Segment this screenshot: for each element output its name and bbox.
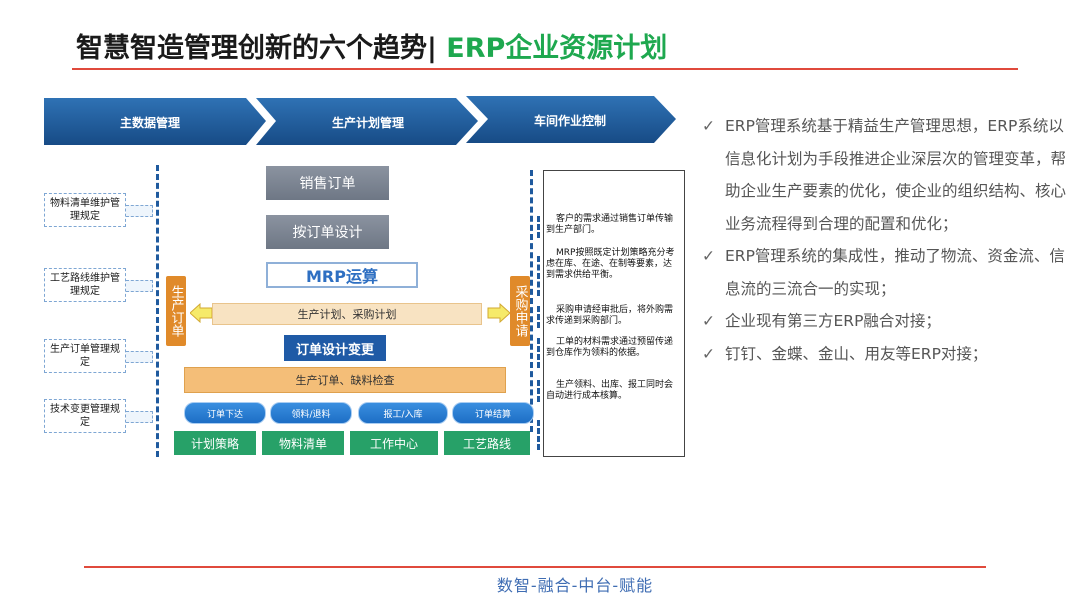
phase-chevrons	[44, 96, 676, 145]
note-bracket-6	[537, 420, 540, 450]
sales-order-box: 销售订单	[266, 166, 389, 200]
bottom-planning-strategy: 计划策略	[174, 431, 256, 455]
bullet-item: ✓ ERP管理系统基于精益生产管理思想，ERP系统以信息化计划为手段推进企业深层次…	[702, 110, 1067, 240]
check-icon: ✓	[702, 344, 715, 363]
oval-report-warehouse: 报工/入库	[358, 402, 448, 424]
phase-label-3: 车间作业控制	[533, 114, 606, 128]
note-cost: 生产领料、出库、报工同时会自动进行成本核算。	[546, 380, 674, 401]
bullet-item: ✓ ERP管理系统的集成性，推动了物流、资金流、信息流的三流合一的实现；	[702, 240, 1067, 305]
note-purchase: 采购申请经审批后，将外购需求传递到采购部门。	[546, 305, 674, 326]
bottom-routing: 工艺路线	[444, 431, 530, 455]
bottom-bom: 物料清单	[262, 431, 344, 455]
note-bracket-4	[537, 338, 540, 368]
phase-label-1: 主数据管理	[119, 116, 180, 130]
bullet-text: ERP管理系统基于精益生产管理思想，ERP系统以信息化计划为手段推进企业深层次的…	[725, 117, 1067, 233]
left-rule-tech-change: 技术变更管理规定	[44, 399, 126, 433]
bullet-item: ✓ 钉钉、金蝶、金山、用友等ERP对接；	[702, 338, 1067, 371]
left-dashed-divider	[156, 165, 159, 457]
left-arrow-routing	[126, 280, 153, 292]
note-sales: 客户的需求通过销售订单传输到生产部门。	[546, 214, 674, 235]
phase-chevron-3	[466, 96, 676, 143]
bullet-text: ERP管理系统的集成性，推动了物流、资金流、信息流的三流合一的实现；	[725, 247, 1065, 298]
check-icon: ✓	[702, 117, 715, 135]
check-icon: ✓	[702, 312, 715, 330]
oval-material-issue: 领料/退料	[270, 402, 352, 424]
note-bracket-3	[537, 306, 540, 328]
order-bar: 生产订单、缺料检查	[184, 367, 506, 393]
bottom-work-center: 工作中心	[350, 431, 438, 455]
right-yellow-arrow	[487, 303, 510, 323]
bullet-item: ✓ 企业现有第三方ERP融合对接；	[702, 305, 1067, 338]
left-rule-routing: 工艺路线维护管理规定	[44, 268, 126, 302]
left-rule-bom: 物料清单维护管理规定	[44, 193, 126, 227]
oval-order-release: 订单下达	[184, 402, 266, 424]
left-arrow-production-order	[126, 351, 153, 363]
footer-line-top	[84, 566, 986, 568]
title-main: 智慧智造管理创新的六个趋势|	[76, 33, 437, 64]
left-arrow-tech-change	[126, 411, 153, 423]
bullet-text: 企业现有第三方ERP融合对接；	[725, 312, 941, 330]
notes-box	[543, 170, 685, 457]
note-mrp: MRP按照既定计划策略充分考虑在库、在途、在制等要素，达到需求供给平衡。	[546, 248, 675, 280]
production-order-tag-label: 生产订单	[168, 285, 184, 337]
order-change-box: 订单设计变更	[284, 335, 386, 361]
footer-slogan: 数智-融合-中台-赋能	[496, 576, 654, 595]
mrp-box: MRP运算	[266, 262, 418, 288]
page-title: 智慧智造管理创新的六个趋势| ERP企业资源计划	[76, 26, 667, 65]
left-rule-production-order: 生产订单管理规定	[44, 339, 126, 373]
left-arrow-bom	[126, 205, 153, 217]
note-bracket-1	[537, 216, 540, 238]
note-bracket-2	[537, 256, 540, 296]
purchase-request-tag: 采购申请	[510, 276, 530, 346]
production-order-tag: 生产订单	[166, 276, 186, 346]
center-dashed-divider	[530, 170, 533, 432]
bullet-text: 钉钉、金蝶、金山、用友等ERP对接；	[725, 344, 988, 363]
bullet-list: ✓ ERP管理系统基于精益生产管理思想，ERP系统以信息化计划为手段推进企业深层次…	[702, 110, 1067, 370]
design-to-order-box: 按订单设计	[266, 215, 389, 249]
left-yellow-arrow	[190, 303, 213, 323]
note-bracket-5	[537, 380, 540, 402]
title-accent: ERP企业资源计划	[446, 33, 668, 64]
note-material: 工单的材料需求通过预留传递到仓库作为领料的依据。	[546, 337, 674, 358]
title-underline	[72, 68, 1018, 70]
oval-order-settlement: 订单结算	[452, 402, 534, 424]
phase-chevron-1	[44, 98, 266, 145]
purchase-request-tag-label: 采购申请	[512, 285, 528, 337]
phase-label-2: 生产计划管理	[331, 116, 404, 130]
plan-bar: 生产计划、采购计划	[212, 303, 482, 325]
phase-chevron-2	[256, 98, 478, 145]
check-icon: ✓	[702, 247, 715, 265]
